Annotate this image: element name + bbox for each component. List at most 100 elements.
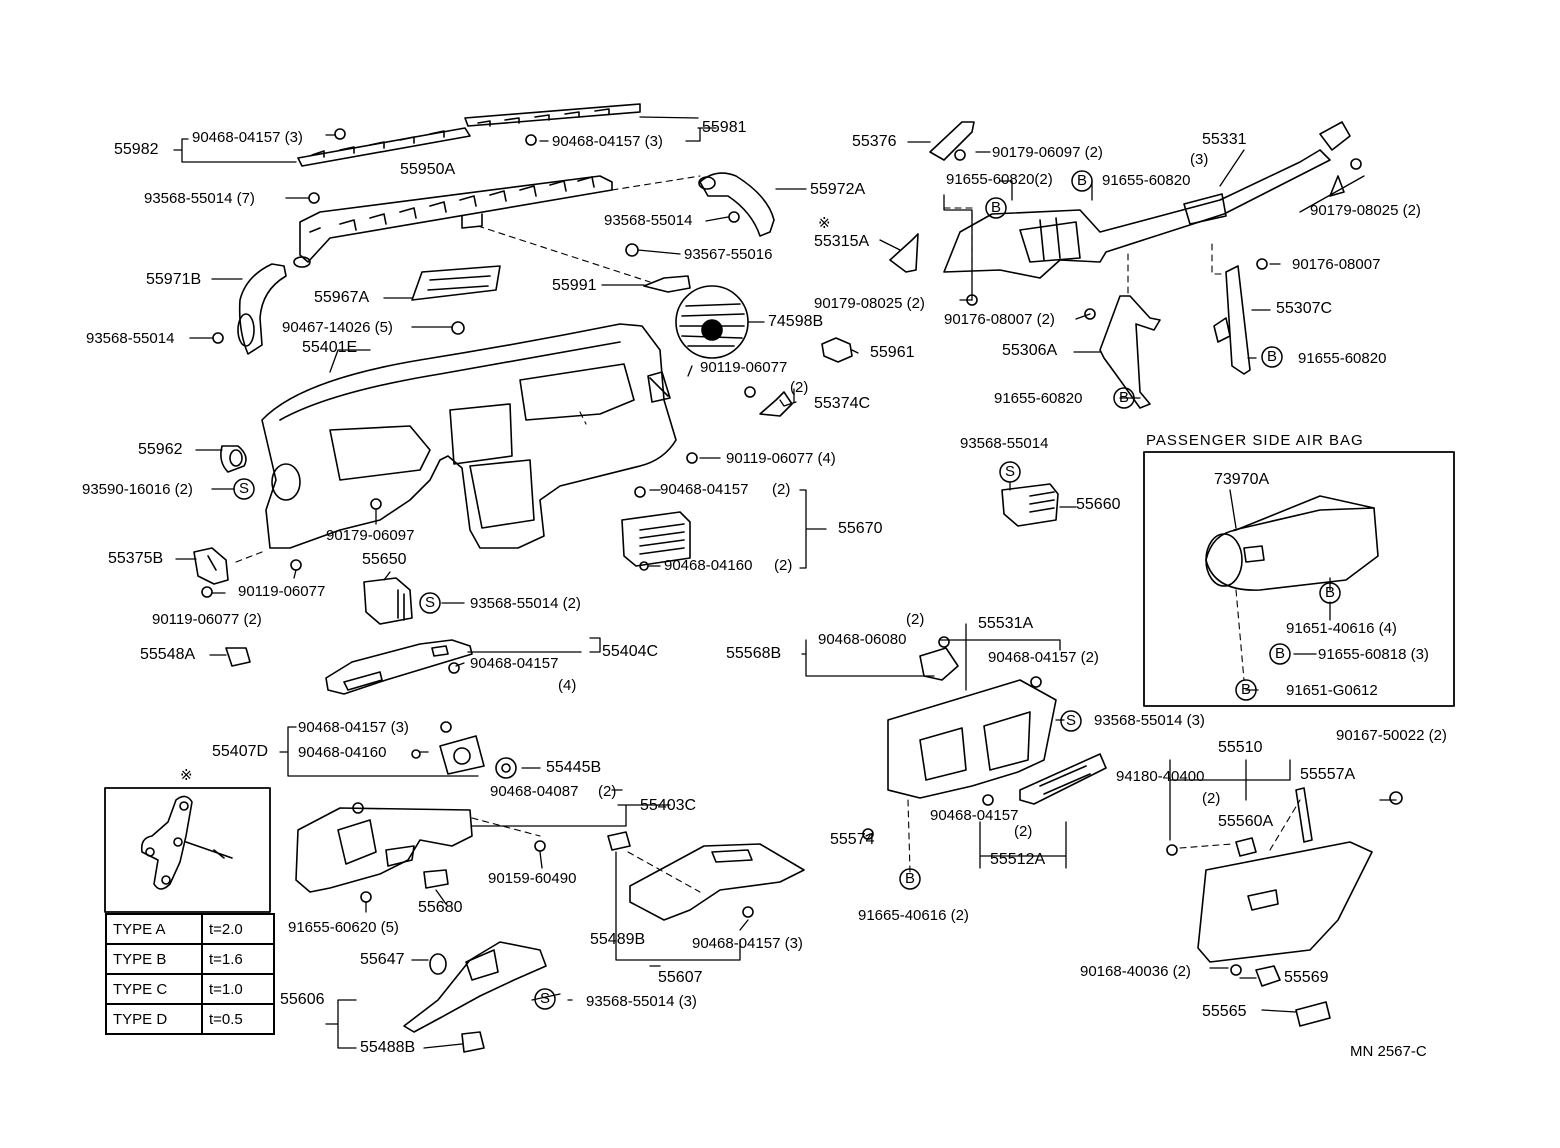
label-qty-2: (2) — [790, 379, 809, 396]
label-90179-08025-2: 90179-08025 (2) — [814, 295, 925, 312]
label-93568-55014-3: 93568-55014 (3) — [1094, 712, 1205, 729]
label-55647: 55647 — [360, 951, 405, 968]
symbol-b: B — [1275, 645, 1286, 662]
diagram-ref-code: MN 2567-C — [1350, 1043, 1427, 1060]
label-55548a: 55548A — [140, 646, 196, 663]
label-90168-40036-2: 90168-40036 (2) — [1080, 963, 1191, 980]
part-55403c-lower-panel — [295, 807, 473, 893]
part-55307c-brace — [1213, 265, 1251, 375]
symbol-b: B — [1119, 389, 1130, 406]
label-55606: 55606 — [280, 991, 325, 1008]
label-55489b: 55489B — [590, 931, 646, 948]
table-row: TYPE C t=1.0 — [105, 973, 275, 1005]
label-55445b: 55445B — [546, 759, 602, 776]
symbol-b: B — [1325, 584, 1336, 601]
label-55971b: 55971B — [146, 271, 202, 288]
label-qty-4: (4) — [558, 677, 577, 694]
type-marker: ※ — [818, 215, 831, 232]
label-90179-06097: 90179-06097 — [326, 527, 415, 544]
passenger-airbag-title: PASSENGER SIDE AIR BAG — [1146, 432, 1364, 449]
part-55315a — [889, 233, 919, 273]
label-90119-06077: 90119-06077 — [238, 583, 326, 600]
label-90468-04157: 90468-04157 (3) — [192, 129, 303, 146]
table-row: TYPE A t=2.0 — [105, 913, 275, 945]
part-55401e-instrument-panel — [261, 323, 677, 549]
symbol-b: B — [1267, 348, 1278, 365]
label-55982: 55982 — [114, 141, 159, 158]
label-93567-55016: 93567-55016 — [684, 246, 773, 263]
part-73970a-airbag — [1205, 495, 1379, 591]
part-55606-lower-cover — [403, 941, 547, 1033]
label-91655-60620: 91655-60620 (5) — [288, 919, 399, 936]
symbol-b: B — [991, 199, 1002, 216]
label-qty-2: (2) — [906, 611, 925, 628]
dashed-connections — [235, 175, 1301, 893]
type-marker: ※ — [180, 767, 193, 784]
part-55374c-bracket — [759, 391, 793, 417]
symbol-s: S — [239, 480, 250, 497]
label-55560a: 55560A — [1218, 813, 1274, 830]
label-93568-55014: 93568-55014 (7) — [144, 190, 255, 207]
table-row: TYPE D t=0.5 — [105, 1003, 275, 1035]
part-55512a-latch — [1019, 753, 1107, 805]
label-90468-04157: 90468-04157 (3) — [298, 719, 409, 736]
type-sketch-box — [104, 787, 271, 913]
label-qty-2: (2) — [1014, 823, 1033, 840]
label-91655-60820-2: 91655-60820(2) — [946, 171, 1053, 188]
label-55375b: 55375B — [108, 550, 164, 567]
symbol-s: S — [425, 594, 436, 611]
part-55445b — [495, 757, 517, 779]
label-55962: 55962 — [138, 441, 183, 458]
label-93568-55014: 93568-55014 — [604, 212, 693, 229]
label-91651-40616-4: 91651-40616 (4) — [1286, 620, 1397, 637]
label-91655-60820: 91655-60820 — [1102, 172, 1191, 189]
label-55315a: 55315A — [814, 233, 870, 250]
label-55510: 55510 — [1218, 739, 1263, 756]
label-90468-04087: 90468-04087 — [490, 783, 579, 800]
label-90119-06077-4: 90119-06077 (4) — [726, 450, 836, 467]
part-55531a-glovebox-frame — [887, 679, 1057, 799]
leader-lines — [173, 116, 1397, 1049]
symbol-s: S — [1005, 463, 1016, 480]
label-90468-04157: 90468-04157 (3) — [692, 935, 803, 952]
symbol-b: B — [905, 870, 916, 887]
label-55972a: 55972A — [810, 181, 866, 198]
label-55565: 55565 — [1202, 1003, 1247, 1020]
part-55972a-duct — [698, 172, 775, 237]
label-55607: 55607 — [658, 969, 703, 986]
part-55971b-duct — [237, 263, 287, 355]
part-glovebox-door — [1197, 841, 1373, 963]
label-90468-04157: 90468-04157 — [660, 481, 749, 498]
label-90468-04157: 90468-04157 — [470, 655, 559, 672]
label-90468-04157-2: 90468-04157 (2) — [988, 649, 1099, 666]
part-55376-bracket — [929, 121, 975, 161]
part-55991-bracket — [643, 275, 691, 293]
label-90176-08007: 90176-08007 — [1292, 256, 1381, 273]
type-cell: TYPE D — [105, 1003, 203, 1035]
type-cell: TYPE C — [105, 973, 203, 1005]
part-55568b — [919, 647, 959, 681]
label-90468-04157: 90468-04157 (3) — [552, 133, 663, 150]
label-90119-06077: 90119-06077 — [700, 359, 788, 376]
label-qty-2: (2) — [598, 783, 617, 800]
label-93568-55014: 93568-55014 — [960, 435, 1049, 452]
label-90179-08025-2: 90179-08025 (2) — [1310, 202, 1421, 219]
label-91655-60820: 91655-60820 — [994, 390, 1083, 407]
part-55404c-trim — [325, 639, 473, 695]
label-93568-55014: 93568-55014 (3) — [586, 993, 697, 1010]
label-55981: 55981 — [702, 119, 747, 136]
part-55565 — [1295, 1001, 1331, 1027]
part-74598b-airbag-emblem — [675, 285, 749, 359]
symbol-b: B — [1241, 681, 1252, 698]
label-55569: 55569 — [1284, 969, 1329, 986]
label-55531a: 55531A — [978, 615, 1034, 632]
fastener-glyphs — [201, 128, 1403, 976]
label-90176-08007-2: 90176-08007 (2) — [944, 311, 1055, 328]
label-90468-04160: 90468-04160 — [664, 557, 753, 574]
label-55991: 55991 — [552, 277, 597, 294]
label-93568-55014: 93568-55014 (2) — [470, 595, 581, 612]
part-55557a-rod — [1295, 787, 1313, 843]
label-qty-3: (3) — [1190, 151, 1209, 168]
label-qty-2: (2) — [1202, 790, 1221, 807]
part-55607-under-cover — [629, 843, 805, 921]
